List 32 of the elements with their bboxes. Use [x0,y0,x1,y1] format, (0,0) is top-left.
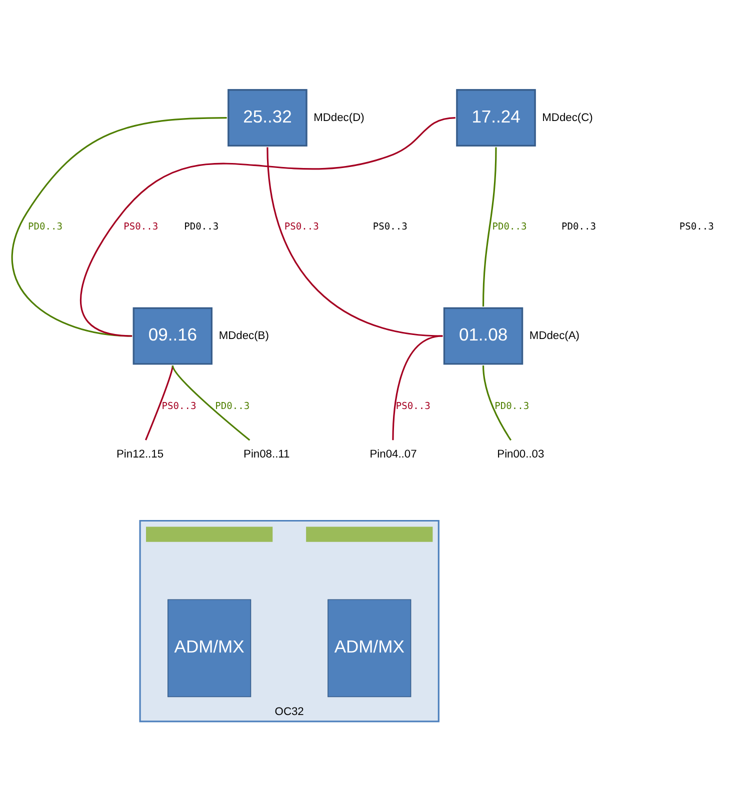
node-label: MDdec(B) [218,330,269,342]
edge-label: PD0..3 [28,221,63,232]
connector [172,365,250,441]
label: PD0..3 [184,221,219,232]
edge-label: PS0..3 [284,221,319,232]
connector [266,147,443,337]
node-label: MDdec(C) [542,112,593,124]
node-bar [306,526,433,542]
node-text: Pin12..15 [116,448,164,461]
connector [482,147,497,307]
connector [12,117,227,337]
label: PD0..3 [562,221,596,232]
node-label: MDdec(D) [314,112,364,124]
connector [392,335,443,440]
label: PS0..3 [679,221,714,232]
connector [482,365,512,441]
edge-label: PD0..3 [492,221,527,232]
label: PS0..3 [372,221,408,232]
node-box: ADM/MX [328,599,412,698]
connector [144,365,174,440]
node-box: ADM/MX [168,599,252,698]
node-label: MDdec(A) [529,330,580,342]
edge-label: PS0..3 [162,400,196,412]
edge-label: PD0..3 [215,400,250,412]
node-text: Pin00..03 [497,448,544,461]
edge-label: PS0..3 [124,221,158,232]
node-text: Pin08..11 [244,448,290,461]
edge-label: PS0..3 [396,400,430,412]
edge-label: PD0..3 [494,400,530,412]
node-bar [146,526,273,542]
connector [80,117,456,337]
node-text: Pin04..07 [370,448,417,461]
